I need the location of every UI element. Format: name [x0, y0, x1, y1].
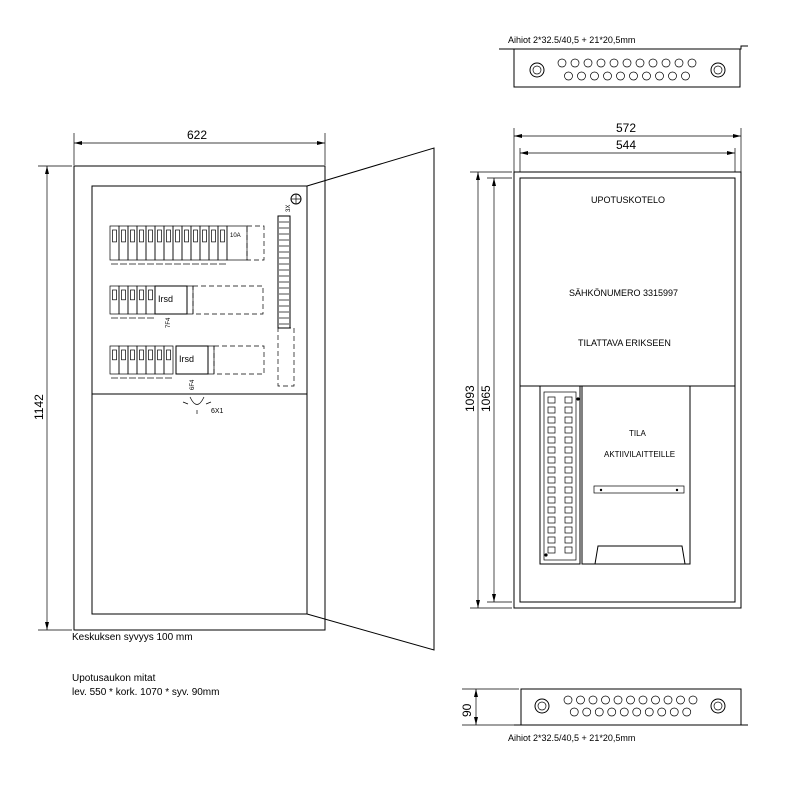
- active-device-space: [581, 385, 691, 565]
- open-door: [306, 147, 435, 651]
- opening-title: Upotusaukon mitat: [72, 673, 156, 684]
- flush-enclosure: UPOTUSKOTELO SÄHKÖNUMERO 3315997 TILATTA…: [513, 171, 742, 609]
- label-sahkonumero: SÄHKÖNUMERO 3315997: [569, 288, 678, 298]
- front-height-dimension: 1142: [32, 165, 72, 631]
- irsd-label-2: Irsd: [179, 354, 194, 364]
- tag-6x1: 6X1: [211, 408, 224, 415]
- gland-plate-bottom-label: Aihiot 2*32.5/40,5 + 21*20,5mm: [508, 733, 635, 743]
- side-width-dimensions: 572 544: [513, 121, 742, 172]
- label-tila: TILA: [629, 429, 647, 438]
- front-height-value: 1142: [32, 394, 46, 420]
- side-height-dimensions: 1093 1065: [463, 171, 512, 609]
- gland-plate-top-label: Aihiot 2*32.5/40,5 + 21*20,5mm: [508, 35, 635, 45]
- breaker-row-3: Irsd 6F4: [109, 345, 265, 390]
- front-enclosure: 6X1 10A Irsd 7F4 Irsd 6F4: [73, 147, 435, 651]
- patch-panel: [539, 385, 581, 565]
- side-outer-height-value: 1093: [463, 385, 477, 412]
- terminal-strip: 3X: [277, 205, 295, 387]
- front-width-value: 622: [187, 128, 207, 142]
- bottom-depth-value: 90: [460, 703, 474, 717]
- tag-7f4: 7F4: [166, 317, 172, 328]
- breaker-row-2: Irsd 7F4: [109, 285, 264, 328]
- depth-note: Keskuksen syvyys 100 mm: [72, 632, 193, 643]
- tag-10a: 10A: [230, 233, 241, 239]
- gland-plate-top: Aihiot 2*32.5/40,5 + 21*20,5mm: [499, 35, 748, 88]
- front-width-dimension: 622: [73, 128, 326, 165]
- tag-6f4: 6F4: [190, 379, 196, 390]
- side-inner-width-value: 544: [616, 138, 636, 152]
- breaker-row-1: 10A: [109, 225, 265, 265]
- irsd-label-1: Irsd: [158, 294, 173, 304]
- tag-3x: 3X: [286, 205, 292, 212]
- side-outer-width-value: 572: [616, 121, 636, 135]
- label-aktiivilaitteille: AKTIIVILAITTEILLE: [604, 450, 675, 459]
- side-inner-height-value: 1065: [479, 385, 493, 412]
- opening-dimensions: lev. 550 * kork. 1070 * syv. 90mm: [72, 687, 220, 698]
- label-upotuskotelo: UPOTUSKOTELO: [591, 195, 665, 205]
- gland-plate-bottom: 90 Aihiot 2*32.5/40,5 + 21*20,5mm: [460, 688, 748, 743]
- lamp-icon: [189, 396, 205, 405]
- label-tilattava: TILATTAVA ERIKSEEN: [578, 338, 671, 348]
